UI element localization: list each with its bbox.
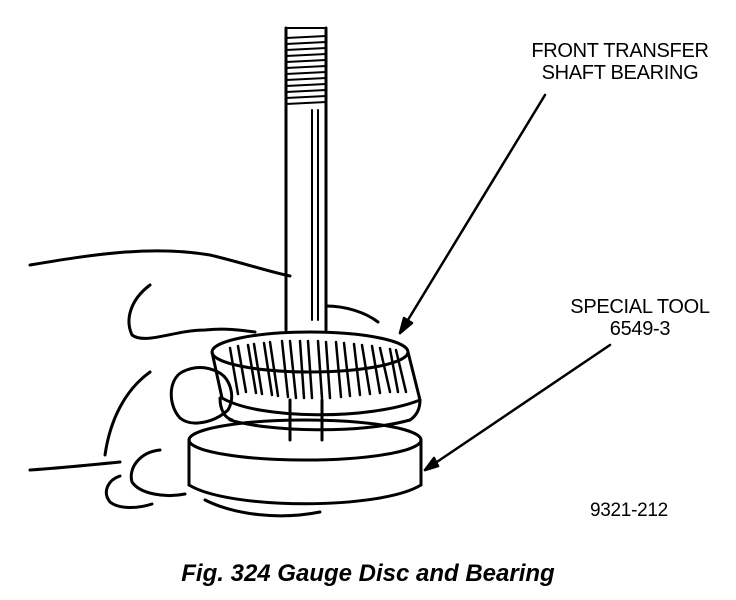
reference-number: 9321-212 <box>590 500 668 521</box>
special-tool-label: SPECIAL TOOL 6549-3 <box>560 296 720 340</box>
threaded-shaft <box>284 26 328 332</box>
bearing-label-line-1: FRONT TRANSFER <box>531 40 709 62</box>
tool-label-line-2: 6549-3 <box>609 318 671 340</box>
hand <box>28 249 380 518</box>
bearing-label-line-2: SHAFT BEARING <box>541 62 699 84</box>
figure-caption: Fig. 324 Gauge Disc and Bearing <box>181 560 555 587</box>
leader-line-tool <box>423 343 612 472</box>
tool-label-line-1: SPECIAL TOOL <box>570 296 710 318</box>
front-transfer-shaft-bearing-label: FRONT TRANSFER SHAFT BEARING <box>520 40 720 84</box>
gauge-disc <box>187 398 423 506</box>
tapered-roller-bearing <box>210 330 422 432</box>
leader-line-bearing <box>398 93 547 335</box>
